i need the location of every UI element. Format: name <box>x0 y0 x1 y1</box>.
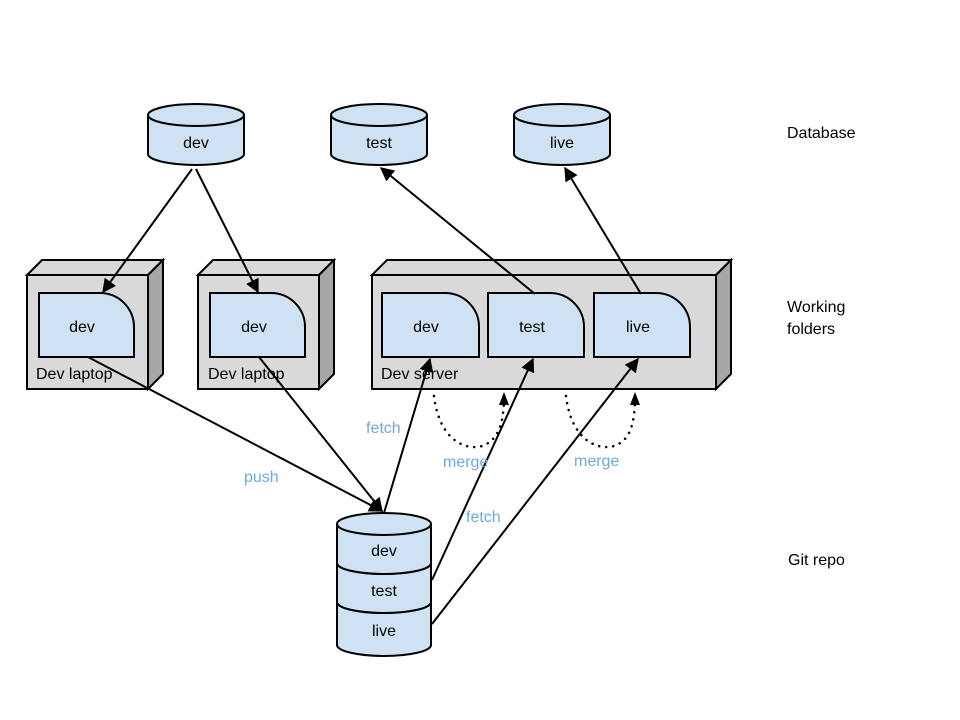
database-test: test <box>330 103 428 166</box>
working-folder-live <box>593 292 691 358</box>
git-branch-dev: dev <box>371 543 397 560</box>
row-label-git-repo: Git repo <box>788 552 845 569</box>
database-dev-label: dev <box>183 135 209 152</box>
edge-fetch-test <box>431 357 535 581</box>
machine-label: Dev server <box>381 366 459 383</box>
row-label-working-folders-line1: Working <box>787 299 845 316</box>
edge-merge-dev-to-test <box>432 394 506 449</box>
folder-label: live <box>626 319 650 336</box>
folder-label: dev <box>241 319 267 336</box>
edge-push-laptop-2 <box>258 356 383 513</box>
edge-label-push: push <box>244 469 279 486</box>
git-branch-test: test <box>371 583 397 600</box>
git-branch-live: live <box>372 623 396 640</box>
machine-dev-laptop-2: dev Dev laptop <box>195 257 337 392</box>
machine-dev-laptop-1: dev Dev laptop <box>24 257 166 392</box>
edge-label-merge-1: merge <box>443 454 488 471</box>
machine-label: Dev laptop <box>208 366 285 383</box>
edge-db-to-laptop-1 <box>102 168 193 294</box>
git-repo: dev test live <box>336 512 432 657</box>
edge-label-fetch-dev: fetch <box>366 420 401 437</box>
folder-label: dev <box>69 319 95 336</box>
edge-label-merge-2: merge <box>574 453 619 470</box>
working-folder-test <box>487 292 585 358</box>
edge-label-fetch-branches: fetch <box>466 509 501 526</box>
working-folder-dev <box>381 292 480 358</box>
folder-label: test <box>519 319 545 336</box>
edge-merge-test-to-live <box>564 394 637 449</box>
row-label-working-folders-line2: folders <box>787 321 835 338</box>
edge-fetch-dev <box>383 357 434 514</box>
folder-label: dev <box>413 319 439 336</box>
row-label-database: Database <box>787 125 856 142</box>
database-test-label: test <box>366 135 392 152</box>
working-folder-dev <box>38 292 135 358</box>
edge-server-test-to-db-test <box>379 167 536 295</box>
edge-fetch-live <box>431 357 639 625</box>
edge-push-laptop-1 <box>87 356 384 512</box>
working-folder-dev <box>209 292 306 358</box>
database-dev: dev <box>147 103 245 166</box>
edge-server-live-to-db-live <box>564 166 642 295</box>
arrowhead-icon <box>499 392 509 405</box>
edge-db-to-laptop-2 <box>195 168 259 294</box>
database-live: live <box>513 103 611 166</box>
database-live-label: live <box>550 135 574 152</box>
arrowhead-icon <box>630 392 640 405</box>
machine-label: Dev laptop <box>36 366 113 383</box>
